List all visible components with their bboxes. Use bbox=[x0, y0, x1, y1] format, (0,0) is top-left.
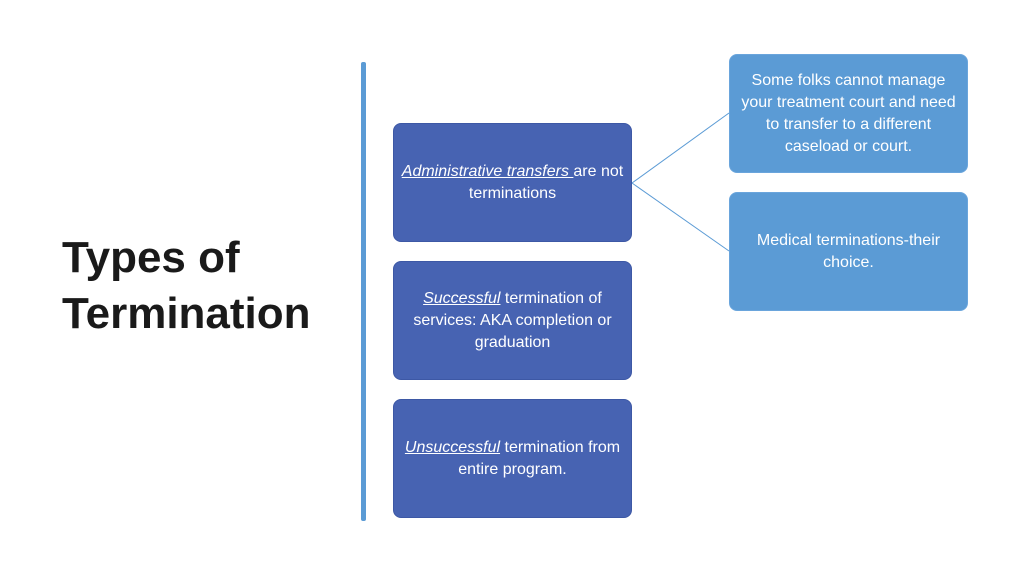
vertical-divider bbox=[361, 62, 366, 521]
successful-emphasis: Successful bbox=[423, 289, 501, 307]
medical-note-box: Medical terminations-their choice. bbox=[729, 192, 968, 311]
administrative-transfers-rest: are not terminations bbox=[468, 162, 624, 202]
successful-rest: termination of services: AKA completion … bbox=[413, 289, 612, 351]
administrative-transfers-box: Administrative transfers are not termina… bbox=[393, 123, 632, 242]
medical-note-text: Medical terminations-their choice. bbox=[756, 231, 941, 271]
administrative-transfers-text: Administrative transfers are not termina… bbox=[400, 161, 625, 205]
slide-title: Types of Termination bbox=[62, 230, 352, 342]
connector-line-medical bbox=[631, 182, 730, 252]
connector-line-transfer bbox=[631, 112, 730, 184]
administrative-transfers-emphasis: Administrative transfers bbox=[401, 162, 574, 180]
unsuccessful-rest: termination from entire program. bbox=[458, 438, 621, 478]
title-line-1: Types of bbox=[62, 233, 240, 282]
successful-termination-box: Successful termination of services: AKA … bbox=[393, 261, 632, 380]
successful-termination-text: Successful termination of services: AKA … bbox=[400, 288, 625, 354]
transfer-note-box: Some folks cannot manage your treatment … bbox=[729, 54, 968, 173]
unsuccessful-emphasis: Unsuccessful bbox=[404, 438, 501, 456]
title-line-2: Termination bbox=[62, 289, 311, 338]
unsuccessful-termination-box: Unsuccessful termination from entire pro… bbox=[393, 399, 632, 518]
unsuccessful-termination-text: Unsuccessful termination from entire pro… bbox=[400, 437, 625, 481]
transfer-note-text: Some folks cannot manage your treatment … bbox=[741, 71, 956, 155]
